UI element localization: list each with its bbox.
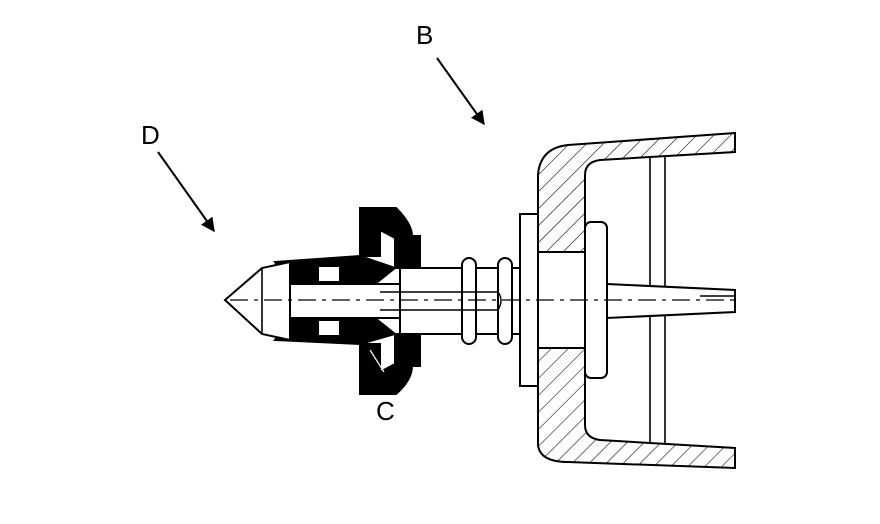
nozzle-tip — [223, 260, 401, 342]
cap-seam — [369, 349, 385, 373]
arrow-d — [157, 151, 215, 233]
leader-arrows — [157, 57, 485, 233]
tip-cone — [223, 260, 291, 342]
callout-label-d: D — [141, 120, 160, 150]
stem-groove-1 — [461, 257, 477, 345]
stem-bore — [380, 291, 502, 311]
cap-upper — [359, 207, 421, 269]
callout-label-b: B — [416, 20, 434, 50]
tip-window-1 — [317, 265, 341, 283]
tip-insert — [289, 283, 401, 319]
stem-groove-2 — [497, 257, 513, 345]
inner-shaft — [606, 282, 736, 320]
rubber-cap — [273, 207, 421, 395]
callout-label-c: C — [376, 396, 395, 426]
arrow-b — [436, 57, 485, 126]
tip-window-2 — [317, 319, 341, 337]
cap-lower — [359, 333, 421, 395]
